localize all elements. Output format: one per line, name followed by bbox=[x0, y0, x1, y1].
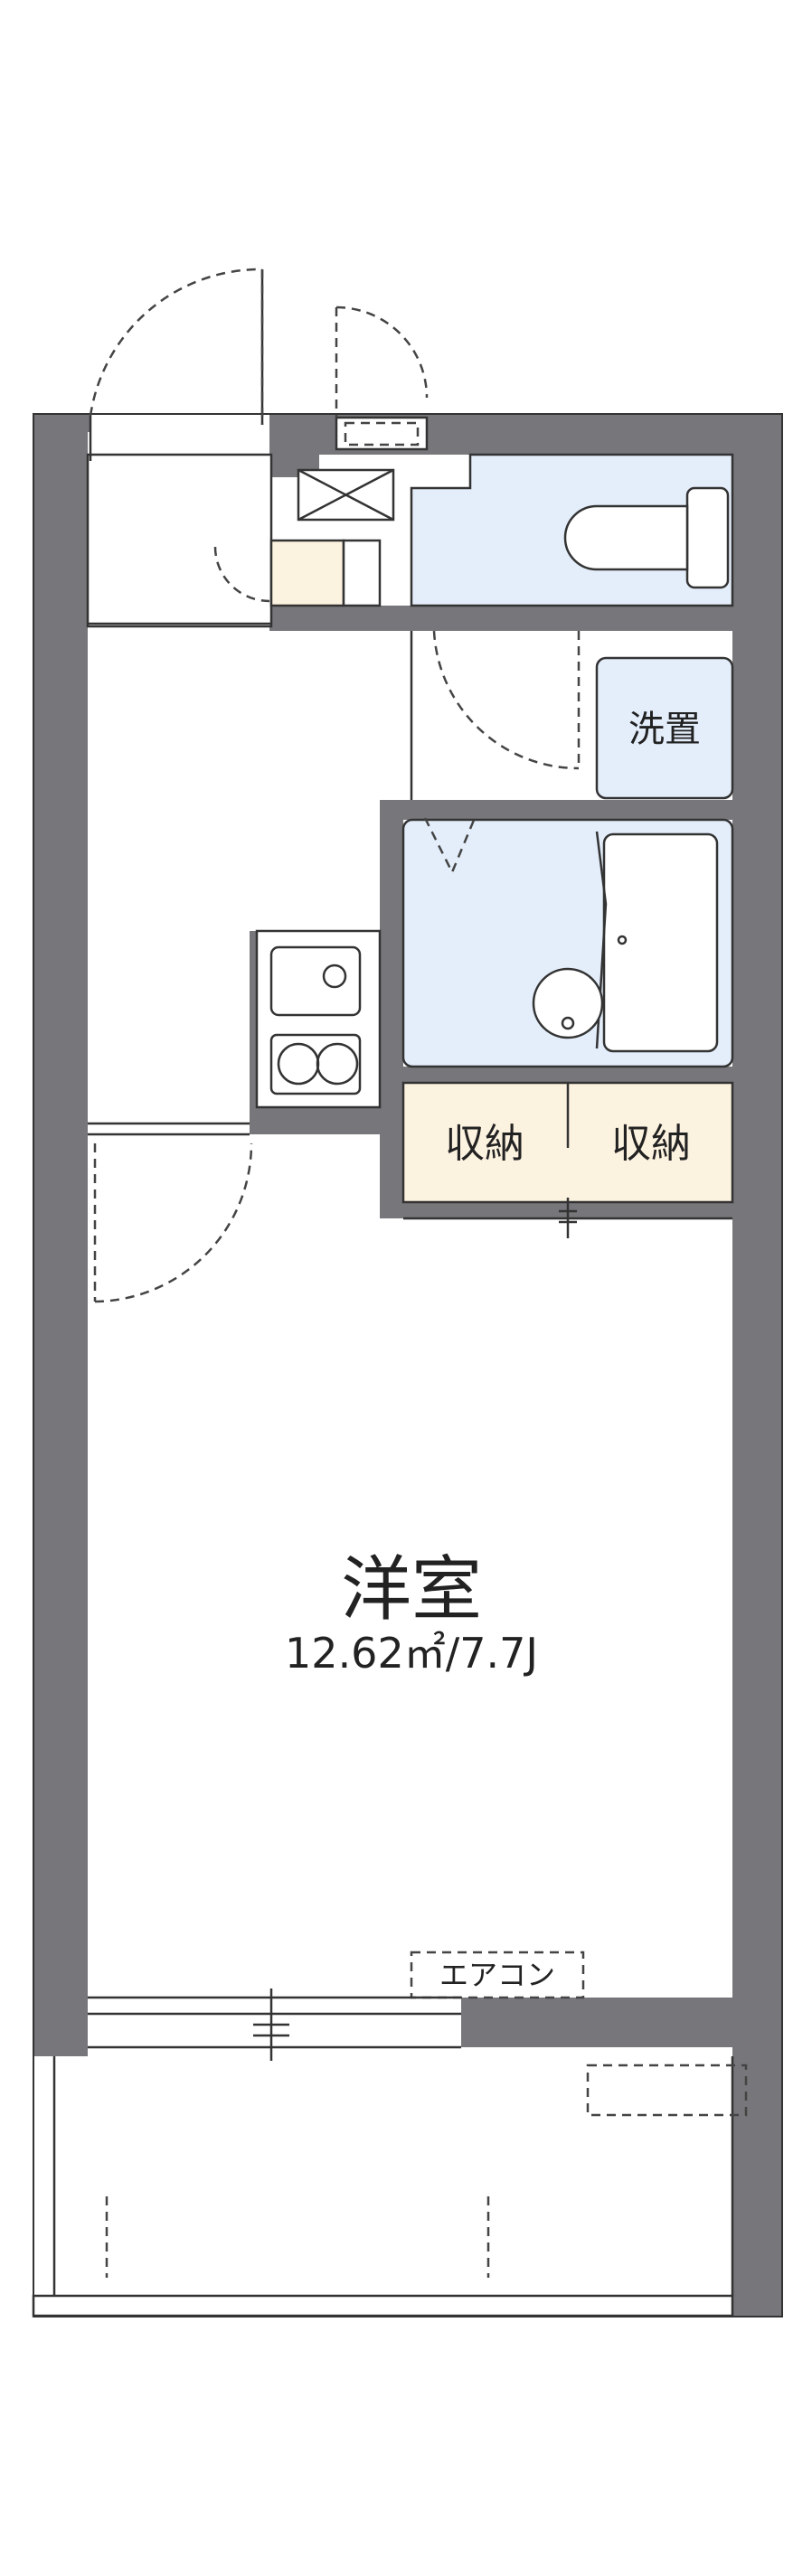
storage-right-label: 収納 bbox=[611, 1121, 691, 1167]
air-conditioner-label: エアコン bbox=[439, 1958, 555, 1992]
laundry-area: 洗置 bbox=[410, 630, 734, 800]
toilet-icon bbox=[563, 504, 689, 571]
laundry-label: 洗置 bbox=[628, 709, 701, 750]
washbasin-icon bbox=[532, 967, 604, 1039]
toilet-room bbox=[410, 453, 734, 607]
room-door bbox=[93, 1142, 253, 1303]
balcony bbox=[32, 1988, 748, 2317]
exterior-walls bbox=[33, 413, 783, 2317]
entrance-area bbox=[86, 268, 273, 628]
storage-left-label: 収納 bbox=[445, 1121, 524, 1167]
kitchen bbox=[88, 929, 382, 1136]
interior-walls bbox=[250, 606, 732, 1218]
western-room: 洋室 12.62㎡/7.7J エアコン bbox=[285, 1549, 585, 1999]
room-name: 洋室 bbox=[341, 1549, 482, 1631]
stove-icon bbox=[269, 1033, 362, 1095]
storage-closets: 収納 収納 bbox=[401, 1081, 734, 1238]
room-area: 12.62㎡/7.7J bbox=[285, 1629, 538, 1678]
meter-box bbox=[297, 306, 429, 522]
shoe-cabinet bbox=[213, 539, 382, 607]
bathroom bbox=[401, 817, 734, 1068]
sink-icon bbox=[269, 945, 362, 1017]
